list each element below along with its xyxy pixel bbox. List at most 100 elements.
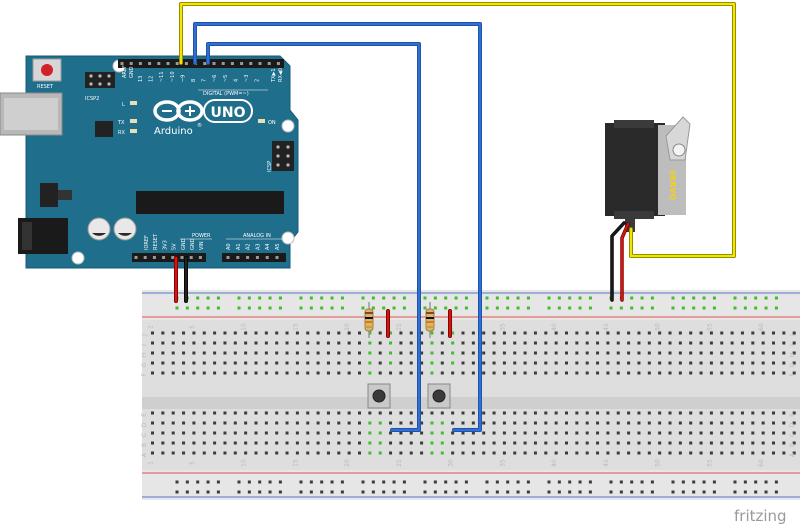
analog-pin-label: A0 <box>226 243 232 250</box>
breadboard-hole <box>409 331 413 335</box>
breadboard-hole <box>544 421 548 425</box>
trademark-mark: ® <box>197 122 202 129</box>
rail-hole <box>485 490 489 494</box>
breadboard-hole <box>668 441 672 445</box>
rail-hole <box>774 490 778 494</box>
breadboard-hole <box>409 371 413 375</box>
breadboard-hole <box>171 361 175 365</box>
breadboard-hole <box>658 361 662 365</box>
breadboard-hole <box>182 361 186 365</box>
breadboard-hole <box>161 361 165 365</box>
breadboard-hole <box>596 351 600 355</box>
breadboard-hole <box>720 371 724 375</box>
breadboard-hole <box>275 451 279 455</box>
rail-hole <box>526 296 530 300</box>
breadboard-hole <box>647 371 651 375</box>
rail-hole <box>712 480 716 484</box>
rail-hole <box>692 480 696 484</box>
breadboard-hole <box>575 411 579 415</box>
breadboard-hole <box>606 451 610 455</box>
breadboard-hole <box>368 331 372 335</box>
rail-hole <box>268 490 272 494</box>
breadboard-hole <box>337 431 341 435</box>
breadboard-hole <box>264 351 268 355</box>
breadboard-hole <box>792 341 796 345</box>
breadboard-hole <box>565 361 568 365</box>
rail-hole <box>692 306 696 310</box>
breadboard-hole <box>751 421 755 425</box>
breadboard-hole <box>378 411 382 415</box>
breadboard-hole <box>575 371 579 375</box>
breadboard-hole <box>492 361 496 365</box>
rail-hole <box>485 306 489 310</box>
breadboard-hole <box>709 351 713 355</box>
breadboard-hole <box>420 421 424 425</box>
breadboard-hole <box>678 341 682 345</box>
breadboard-hole <box>378 331 382 335</box>
breadboard-hole <box>761 331 765 335</box>
breadboard-hole <box>244 341 248 345</box>
breadboard-hole <box>223 331 227 335</box>
breadboard-hole <box>409 411 413 415</box>
breadboard-hole <box>316 421 320 425</box>
rail-hole <box>361 296 365 300</box>
led-tx-label: TX <box>117 120 125 126</box>
arduino-logo <box>153 99 253 123</box>
breadboard-hole <box>161 451 165 455</box>
breadboard-hole <box>658 451 662 455</box>
breadboard-hole <box>482 411 486 415</box>
rail-hole <box>578 490 582 494</box>
breadboard-hole <box>616 441 620 445</box>
rail-hole <box>671 296 675 300</box>
breadboard-hole <box>606 421 610 425</box>
row-letter: C <box>141 433 148 437</box>
analog-label: ANALOG IN <box>243 233 271 239</box>
digital-pin-label: ~6 <box>212 75 218 82</box>
breadboard-hole <box>751 361 755 365</box>
rail-hole <box>402 306 406 310</box>
breadboard-hole <box>161 421 165 425</box>
power-pin-label: 5V <box>172 243 178 250</box>
row-letter: I <box>789 344 796 346</box>
breadboard-hole <box>244 411 248 415</box>
breadboard-hole <box>430 361 434 365</box>
breadboard-hole <box>482 351 486 355</box>
rail-hole <box>340 306 344 310</box>
rail-hole <box>423 296 427 300</box>
digital-pin-label: ~5 <box>223 75 229 82</box>
breadboard-hole <box>751 351 755 355</box>
breadboard-hole <box>792 361 796 365</box>
breadboard-hole <box>306 351 310 355</box>
breadboard-hole <box>368 341 372 345</box>
breadboard-hole <box>420 361 424 365</box>
breadboard-hole <box>772 431 775 435</box>
fritzing-watermark: fritzing <box>734 507 787 525</box>
rail-hole <box>392 490 396 494</box>
breadboard-hole <box>430 341 434 345</box>
breadboard-hole <box>699 331 703 335</box>
column-number: 35 <box>499 459 506 467</box>
breadboard-hole <box>223 361 227 365</box>
breadboard-hole <box>627 431 631 435</box>
breadboard-hole <box>182 351 186 355</box>
breadboard-hole <box>223 371 227 375</box>
rail-hole <box>774 296 778 300</box>
breadboard-hole <box>606 361 610 365</box>
rail-hole <box>196 306 200 310</box>
breadboard-hole <box>171 351 175 355</box>
row-letter: J <box>789 334 796 337</box>
breadboard-hole <box>254 451 258 455</box>
breadboard-hole <box>533 421 537 425</box>
rail-hole <box>464 306 468 310</box>
digital-header <box>118 59 284 68</box>
rail-hole <box>382 306 386 310</box>
breadboard-hole <box>544 451 548 455</box>
breadboard-hole <box>399 361 403 365</box>
breadboard-hole <box>151 371 154 375</box>
icsp-header <box>272 141 294 171</box>
rail-hole <box>743 480 747 484</box>
breadboard-hole <box>647 421 651 425</box>
breadboard-hole <box>347 411 351 415</box>
rail-hole <box>402 480 406 484</box>
breadboard-hole <box>730 411 734 415</box>
